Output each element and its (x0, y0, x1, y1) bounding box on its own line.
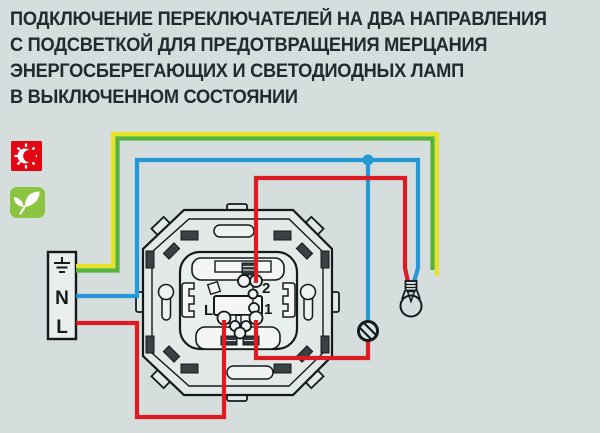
page-title: ПОДКЛЮЧЕНИЕ ПЕРЕКЛЮЧАТЕЛЕЙ НА ДВА НАПРАВ… (10, 7, 574, 111)
phase-wires (76, 175, 411, 420)
eco-energy-icon (10, 187, 45, 223)
plate-inner-line (151, 218, 324, 387)
night-backlight-icon (11, 141, 42, 176)
lamp-icon (399, 280, 423, 318)
neutral-wire (76, 157, 421, 321)
title-line-3: ЭНЕРГОСБЕРЕГАЮЩИХ И СВЕТОДИОДНЫХ ЛАМП (10, 61, 464, 82)
title-line-1: ПОДКЛЮЧЕНИЕ ПЕРЕКЛЮЧАТЕЛЕЙ НА ДВА НАПРАВ… (10, 9, 547, 30)
neutral-terminal-label: N (55, 288, 69, 309)
moon-bite (23, 149, 36, 163)
switch-terminal1-label: 1 (264, 301, 272, 318)
backlight-module (241, 262, 256, 276)
switch-common-label: L (204, 302, 213, 319)
tilted-contact (206, 280, 222, 296)
terminal-screws (216, 274, 264, 340)
phase-terminal2-to-lamp (253, 175, 411, 283)
phase-terminal1-to-compensator (253, 320, 371, 361)
switch-terminal2-label: 2 (262, 280, 270, 297)
side-clips (181, 282, 296, 318)
earth-ground-icon (54, 257, 70, 273)
sun-rays-icon (14, 143, 37, 169)
sprout-icon (14, 191, 40, 215)
junction-dot (362, 154, 374, 166)
line-terminal-label: L (56, 317, 68, 338)
title-line-4: В ВЫКЛЮЧЕННОМ СОСТОЯНИИ (10, 87, 298, 108)
plate-bone-slots (157, 224, 317, 380)
supply-box: N L (46, 250, 78, 341)
switch-mechanism (135, 203, 340, 402)
earth-wire-green (76, 136, 435, 273)
compensator-icon (357, 320, 379, 342)
earth-wire-yellow (76, 131, 440, 276)
plate-slots (145, 230, 330, 374)
phase-supply-to-common (76, 320, 227, 420)
title-line-2: С ПОДСВЕТКОЙ ДЛЯ ПРЕДОТВРАЩЕНИЯ МЕРЦАНИЯ (10, 35, 488, 56)
